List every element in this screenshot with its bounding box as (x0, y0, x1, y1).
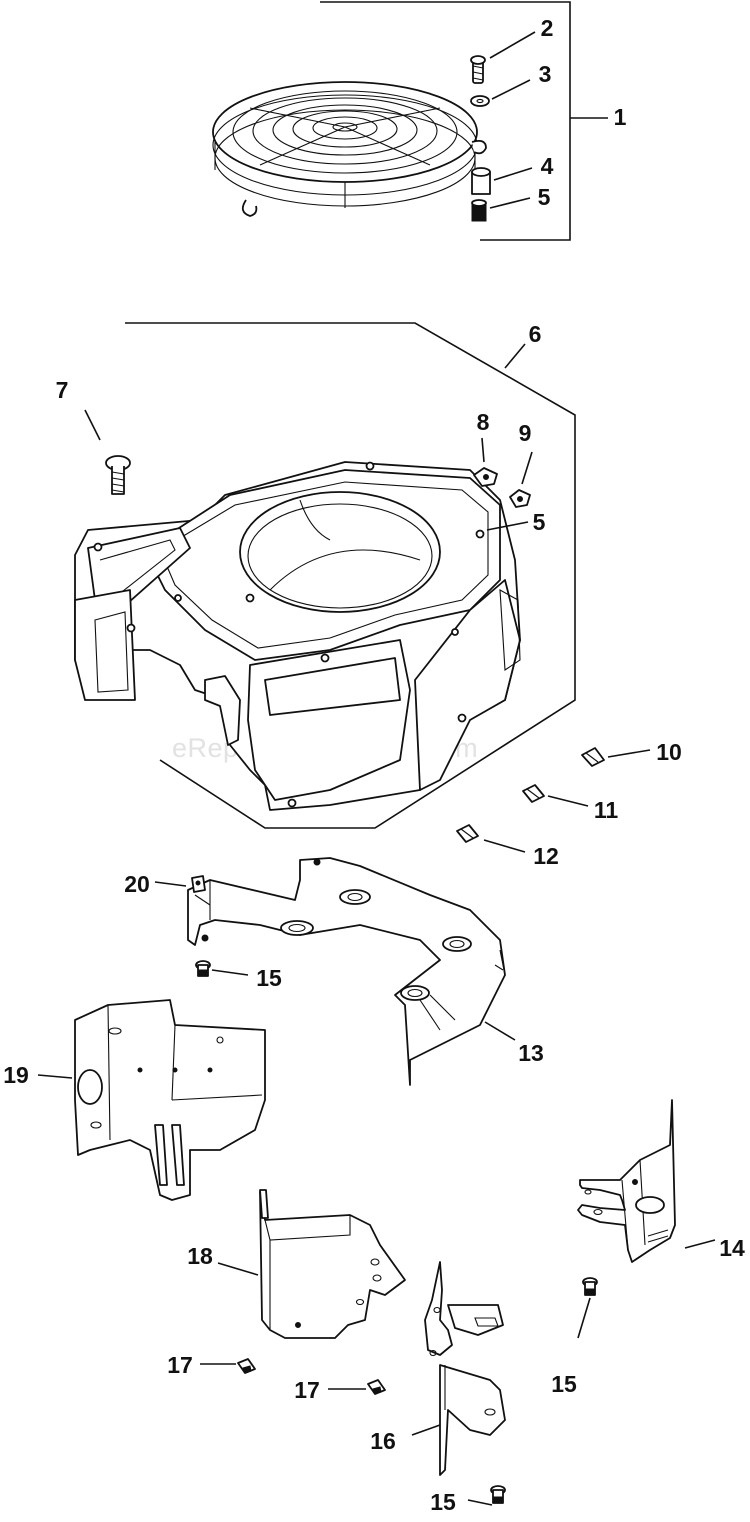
callout-2: 2 (541, 15, 554, 41)
side-shroud[interactable] (74, 999, 266, 1201)
screw-icon[interactable] (367, 1379, 386, 1395)
screw-icon[interactable] (470, 55, 486, 84)
screw-icon[interactable] (490, 1485, 506, 1504)
callout-9: 9 (519, 420, 532, 446)
callout-15-right: 15 (551, 1371, 577, 1397)
bracket-1 (320, 1, 571, 241)
callout-8: 8 (477, 409, 490, 435)
screw-icon[interactable] (456, 824, 479, 843)
screw-icon[interactable] (522, 784, 545, 803)
callout-5: 5 (538, 184, 551, 210)
right-shroud[interactable] (577, 1099, 676, 1263)
callout-20: 20 (124, 871, 150, 897)
callout-7: 7 (56, 377, 69, 403)
support-bracket[interactable] (424, 1261, 506, 1476)
callout-17-a: 17 (167, 1352, 193, 1378)
callout-18: 18 (187, 1243, 213, 1269)
callout-14: 14 (719, 1235, 745, 1261)
callout-1: 1 (614, 104, 627, 130)
clip-nut-icon[interactable] (473, 467, 498, 487)
screw-icon[interactable] (581, 747, 605, 767)
callout-15-bottom: 15 (430, 1489, 456, 1515)
baffle-panel[interactable] (259, 1189, 406, 1339)
spacer-icon[interactable] (471, 167, 491, 195)
callout-5-second: 5 (533, 509, 546, 535)
grass-screen[interactable] (212, 81, 487, 217)
screw-icon[interactable] (195, 960, 211, 977)
callout-12: 12 (533, 843, 559, 869)
screw-icon[interactable] (105, 455, 131, 495)
blower-housing[interactable] (74, 461, 521, 811)
callout-10: 10 (656, 739, 682, 765)
clip-icon[interactable] (191, 875, 206, 893)
nut-icon[interactable] (471, 199, 487, 222)
screw-icon[interactable] (582, 1277, 598, 1296)
callout-15-upper: 15 (256, 965, 282, 991)
callout-3: 3 (539, 61, 552, 87)
callout-13: 13 (518, 1040, 544, 1066)
callout-19: 19 (3, 1062, 29, 1088)
callout-11: 11 (594, 797, 619, 823)
callout-17-b: 17 (294, 1377, 320, 1403)
callout-16: 16 (370, 1428, 396, 1454)
cylinder-baffle[interactable] (187, 857, 506, 1086)
clip-nut-icon[interactable] (509, 489, 531, 508)
bracket-6 (125, 322, 576, 829)
washer-icon[interactable] (470, 95, 490, 107)
callout-4: 4 (541, 153, 554, 179)
callout-6: 6 (529, 321, 542, 347)
callout-labels: 2 3 1 4 5 6 7 8 9 5 10 11 12 20 15 13 19… (3, 15, 745, 1515)
screw-icon[interactable] (237, 1358, 256, 1374)
